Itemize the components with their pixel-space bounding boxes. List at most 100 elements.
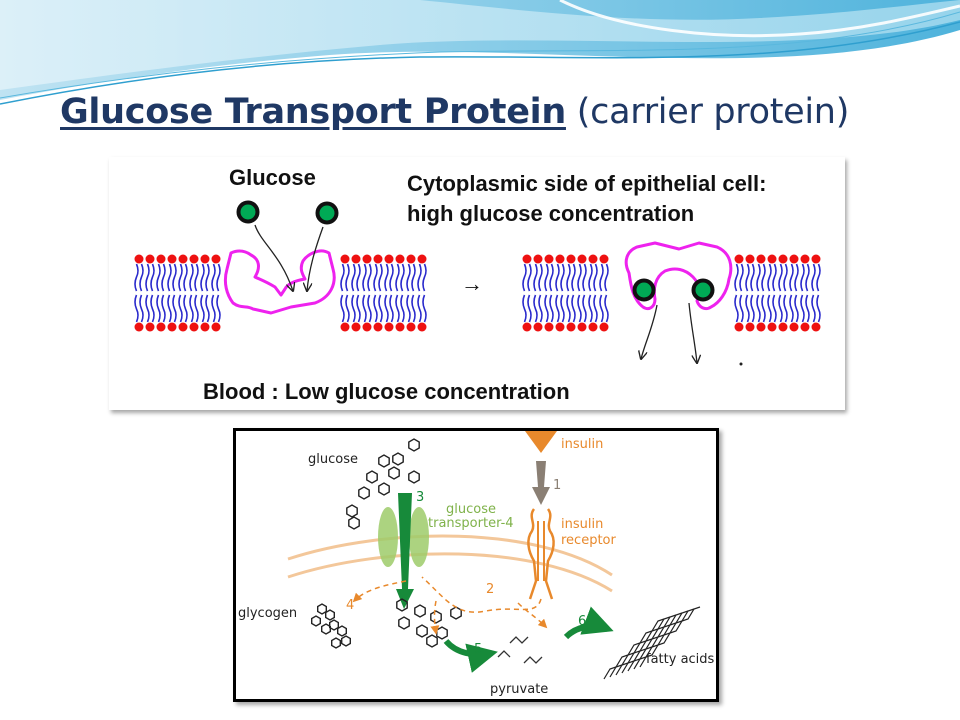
lipid-tail	[577, 263, 582, 292]
glucose-molecule	[408, 438, 420, 452]
lipid-tail	[794, 294, 799, 323]
lipid-tail	[789, 263, 794, 292]
glycogen-label: glycogen	[238, 606, 297, 621]
lipid-head	[800, 322, 810, 332]
glucose-molecule	[392, 452, 404, 466]
insulin-receptor	[544, 508, 555, 600]
fatty-acid-chains	[603, 606, 701, 680]
lipid-tail	[351, 294, 356, 323]
lipid-head	[778, 322, 788, 332]
insulin-label: insulin	[561, 437, 603, 452]
lipid-tail	[522, 294, 527, 323]
lipid-tail	[811, 294, 816, 323]
glucose-molecule	[378, 454, 390, 468]
step5-label: 5	[474, 642, 482, 657]
lipid-head	[566, 254, 576, 264]
lipid-head	[800, 254, 810, 264]
lipid-tail	[156, 263, 161, 292]
lipid-tail	[134, 294, 139, 323]
glucose-dot	[691, 278, 715, 302]
lipid-tail	[172, 294, 177, 323]
lipid-tail	[205, 294, 210, 323]
lipid-tail	[593, 294, 598, 323]
lipid-tail	[527, 263, 532, 292]
lipid-tail	[161, 263, 166, 292]
lipid-tail	[566, 294, 571, 323]
lipid-tail	[560, 263, 565, 292]
lipid-tail	[362, 294, 367, 323]
insulin-icon	[525, 431, 557, 453]
fatty-acid-chain	[627, 610, 689, 672]
lipid-tail	[145, 263, 150, 292]
lipid-tail	[373, 263, 378, 292]
lipid-head	[211, 322, 221, 332]
lipid-head	[351, 322, 361, 332]
lipid-tail	[560, 294, 565, 323]
lipid-head	[588, 254, 598, 264]
lipid-tail	[400, 294, 405, 323]
lipid-tail	[378, 294, 383, 323]
lipid-tail	[527, 294, 532, 323]
step4-pathway	[352, 580, 407, 603]
lipid-tail	[205, 263, 210, 292]
insulin-signaling-diagram: glucose insulin 1 3 glucose transporter-…	[233, 428, 719, 702]
lipid-tail	[167, 294, 172, 323]
lipid-tail	[139, 263, 144, 292]
carrier-protein-open	[223, 249, 336, 315]
lipid-tail	[794, 263, 799, 292]
lipid-head	[417, 254, 427, 264]
lipid-tail	[805, 263, 810, 292]
lipid-tail	[778, 294, 783, 323]
glucose-dot	[632, 278, 656, 302]
lipid-tail	[161, 294, 166, 323]
lipid-tail	[211, 263, 216, 292]
glut4-transporter	[378, 507, 398, 567]
lipid-head	[384, 322, 394, 332]
lipid-head	[811, 322, 821, 332]
lipid-tail	[604, 294, 609, 323]
glucose-exit-arrow	[641, 304, 658, 359]
glucose-molecule	[366, 470, 378, 484]
lipid-tail	[555, 294, 560, 323]
lipid-tail	[800, 263, 805, 292]
lipid-tail	[194, 263, 199, 292]
lipid-tail	[566, 263, 571, 292]
lipid-head	[417, 322, 427, 332]
step1-arrow	[532, 461, 550, 505]
receptor-label-line2: receptor	[561, 533, 617, 548]
lipid-tail	[340, 263, 345, 292]
glycogen-molecules	[310, 603, 352, 649]
lipid-head	[340, 322, 350, 332]
fatty-acid-chain	[603, 618, 665, 680]
lipid-head	[156, 322, 166, 332]
glucose-dot	[315, 201, 339, 225]
lipid-tail	[756, 294, 761, 323]
lipid-tail	[745, 263, 750, 292]
glucose-entry-arrow	[307, 226, 324, 291]
lipid-tail	[200, 263, 205, 292]
pyruvate-molecule	[497, 650, 511, 658]
lipid-head	[533, 254, 543, 264]
lipid-head	[178, 322, 188, 332]
fatty-acid-chain	[633, 608, 695, 670]
glucose-molecule	[430, 610, 442, 624]
lipid-head	[189, 322, 199, 332]
lipid-tail	[422, 263, 427, 292]
lipid-tail	[150, 263, 155, 292]
lipid-tail	[406, 263, 411, 292]
lipid-tail	[373, 294, 378, 323]
carrier-protein-diagram: → Glucose Cytoplasmic side of epithelial…	[109, 157, 845, 410]
lipid-tail	[178, 263, 183, 292]
receptor-label-line1: insulin	[561, 517, 603, 532]
lipid-head	[566, 322, 576, 332]
lipid-tail	[538, 263, 543, 292]
step2-pathway	[421, 576, 542, 613]
lipid-tail	[216, 263, 221, 292]
lipid-tail	[378, 263, 383, 292]
lipid-tail	[367, 294, 372, 323]
glucose-molecule	[378, 482, 390, 496]
lipid-tail	[345, 263, 350, 292]
lipid-head	[756, 254, 766, 264]
glycogen-unit	[340, 635, 352, 647]
lipid-tail	[406, 294, 411, 323]
